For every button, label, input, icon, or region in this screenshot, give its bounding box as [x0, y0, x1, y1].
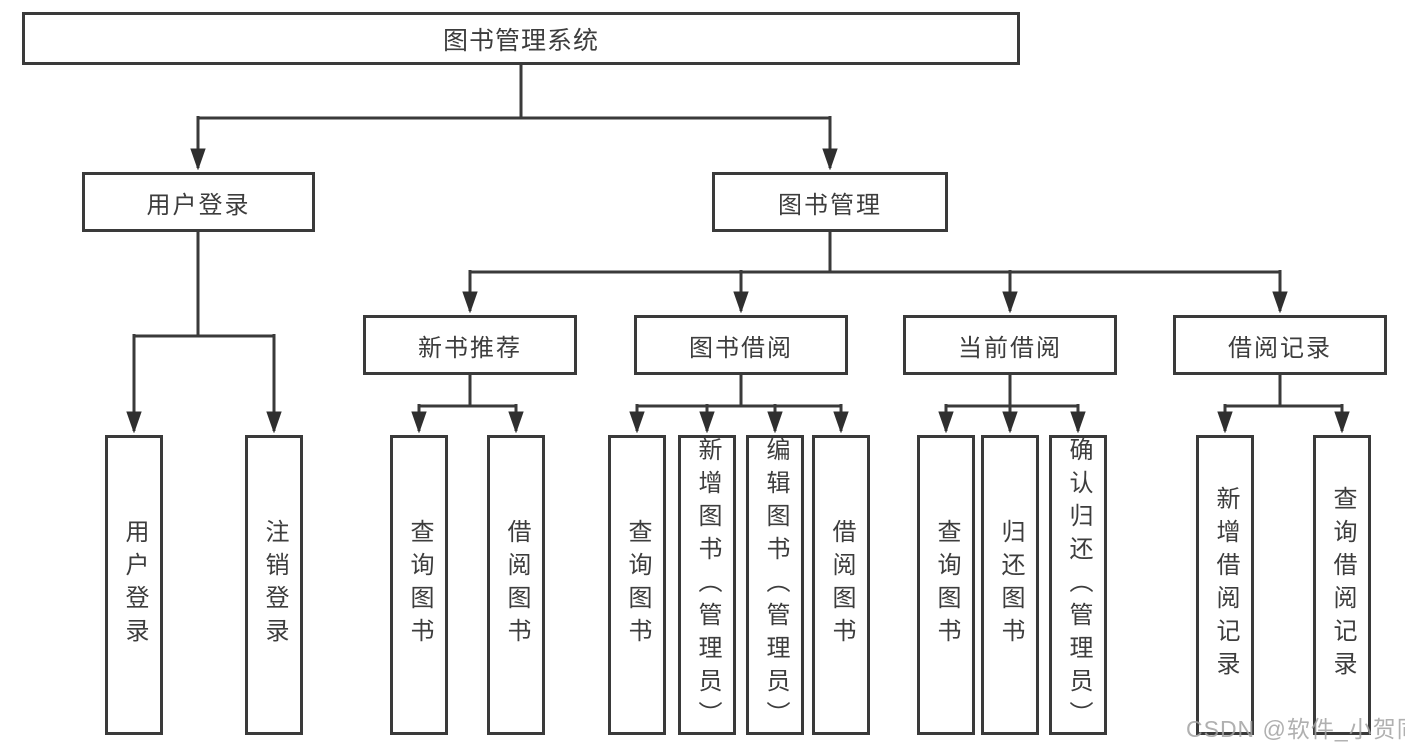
- node-book-management-label: 图书管理: [778, 191, 882, 219]
- leaf-borrowing-add-books-admin: 新增图书（管理员）: [678, 435, 736, 735]
- node-current-borrowing-label: 当前借阅: [958, 334, 1062, 362]
- node-current-borrowing: 当前借阅: [903, 315, 1117, 375]
- csdn-watermark: CSDN @软件_小贺同学: [1186, 716, 1405, 742]
- leaf-borrowing-query-books: 查询图书: [608, 435, 666, 735]
- leaf-user-login-label: 用户登录: [121, 519, 148, 651]
- leaf-recommend-query-books-label: 查询图书: [406, 519, 433, 651]
- leaf-user-login: 用户登录: [105, 435, 163, 735]
- leaf-current-confirm-return-admin-label: 确认归还（管理员）: [1065, 436, 1092, 734]
- leaf-recommend-borrow-books-label: 借阅图书: [503, 519, 530, 651]
- leaf-borrowing-borrow-books: 借阅图书: [812, 435, 870, 735]
- leaf-current-return-books-label: 归还图书: [997, 519, 1024, 651]
- leaf-records-add-record: 新增借阅记录: [1196, 435, 1254, 735]
- node-book-borrowing: 图书借阅: [634, 315, 848, 375]
- node-new-book-recommend-label: 新书推荐: [418, 334, 522, 362]
- node-book-management: 图书管理: [712, 172, 948, 232]
- node-borrowing-records-label: 借阅记录: [1228, 334, 1332, 362]
- leaf-recommend-query-books: 查询图书: [390, 435, 448, 735]
- node-root-label: 图书管理系统: [442, 26, 599, 55]
- leaf-current-query-books-label: 查询图书: [933, 519, 960, 651]
- leaf-recommend-borrow-books: 借阅图书: [487, 435, 545, 735]
- leaf-borrowing-edit-books-admin: 编辑图书（管理员）: [746, 435, 804, 735]
- node-borrowing-records: 借阅记录: [1173, 315, 1387, 375]
- leaf-current-return-books: 归还图书: [981, 435, 1039, 735]
- node-root-system: 图书管理系统: [22, 12, 1020, 65]
- leaf-records-add-record-label: 新增借阅记录: [1212, 486, 1239, 684]
- leaf-records-query-record-label: 查询借阅记录: [1329, 486, 1356, 684]
- leaf-records-query-record: 查询借阅记录: [1313, 435, 1371, 735]
- leaf-borrowing-add-books-admin-label: 新增图书（管理员）: [694, 436, 721, 734]
- leaf-current-query-books: 查询图书: [917, 435, 975, 735]
- leaf-logout-label: 注销登录: [261, 519, 288, 651]
- node-book-borrowing-label: 图书借阅: [689, 334, 793, 362]
- leaf-logout: 注销登录: [245, 435, 303, 735]
- leaf-borrowing-query-books-label: 查询图书: [624, 519, 651, 651]
- node-new-book-recommend: 新书推荐: [363, 315, 577, 375]
- node-user-login-label: 用户登录: [146, 191, 251, 219]
- leaf-borrowing-borrow-books-label: 借阅图书: [828, 519, 855, 651]
- leaf-current-confirm-return-admin: 确认归还（管理员）: [1049, 435, 1107, 735]
- node-user-login: 用户登录: [82, 172, 315, 232]
- leaf-borrowing-edit-books-admin-label: 编辑图书（管理员）: [762, 436, 789, 734]
